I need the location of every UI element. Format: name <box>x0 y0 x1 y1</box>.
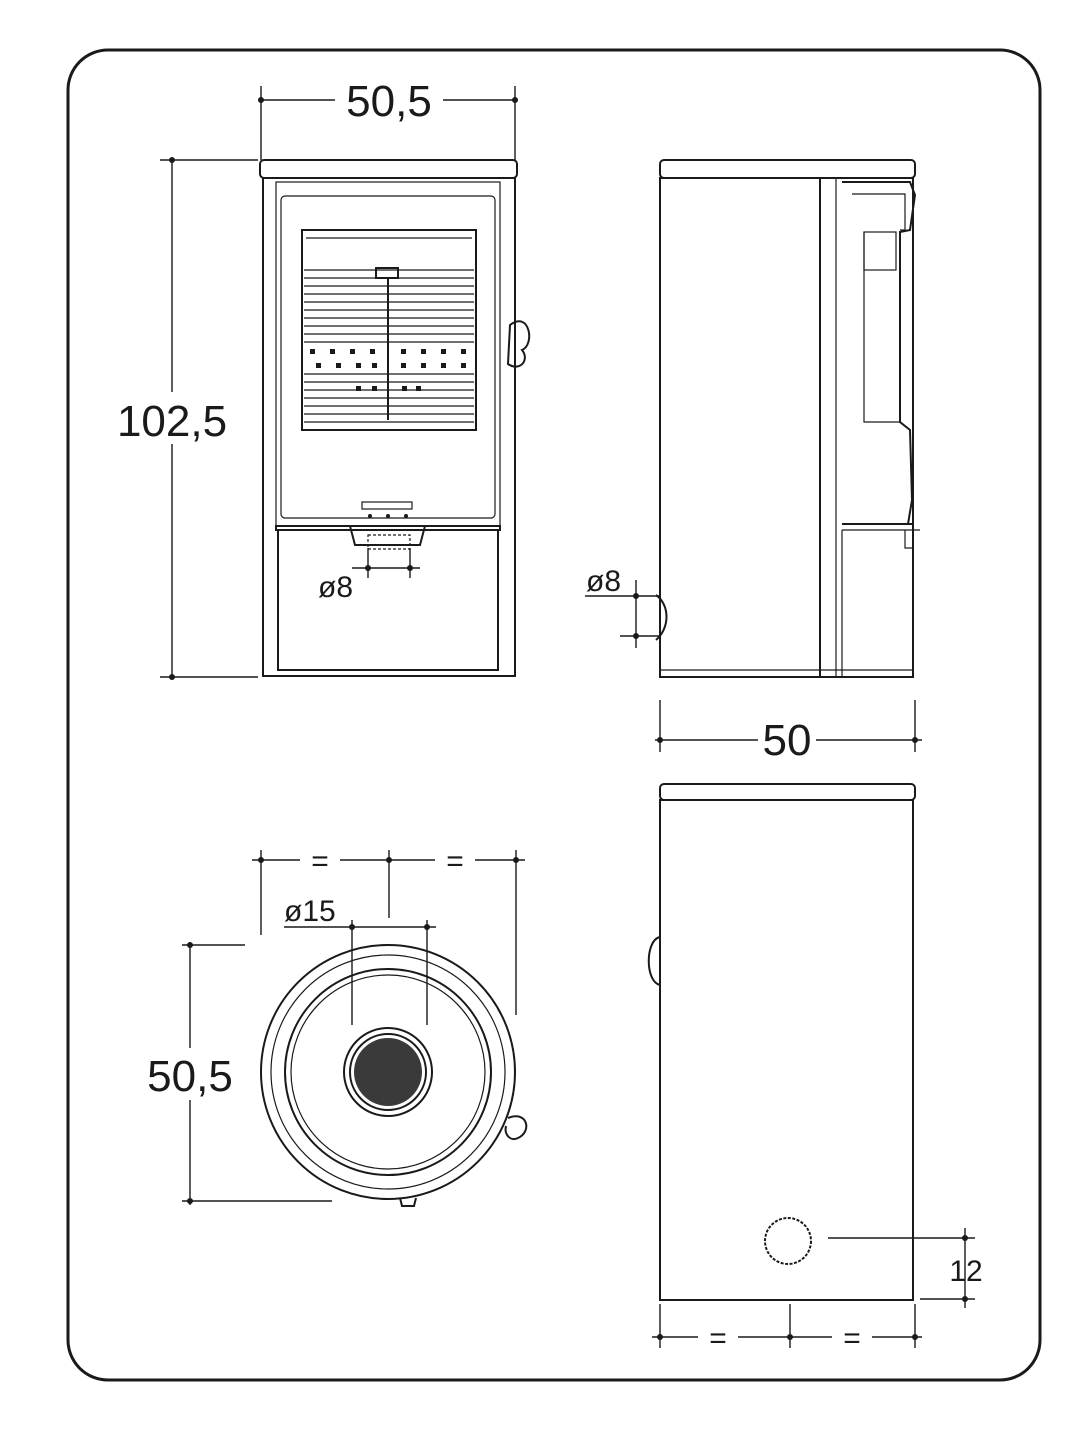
top-handle <box>504 1115 528 1140</box>
rear-top-plate <box>659 783 916 801</box>
side-view: ø8 50 <box>585 159 922 765</box>
front-top-plate <box>259 159 518 179</box>
front-base <box>277 529 499 671</box>
top-flue-label: ø15 <box>284 895 336 928</box>
rear-equal-left-label: = <box>709 1322 727 1355</box>
top-outer-circle <box>260 944 516 1200</box>
air-holes <box>310 349 466 391</box>
side-outlet-label: ø8 <box>586 565 621 598</box>
top-equal-right-label: = <box>446 845 464 878</box>
top-equal-left-label: = <box>311 845 329 878</box>
top-view: = = ø15 50,5 <box>136 842 528 1207</box>
rear-air-inlet <box>764 1217 812 1265</box>
side-depth-label: 50 <box>763 716 812 765</box>
front-door-handle <box>506 320 531 368</box>
rear-view: 12 = = <box>647 783 983 1356</box>
front-view: 50,5 102,5 <box>108 77 531 680</box>
rear-body <box>659 799 914 1301</box>
side-body <box>659 177 914 678</box>
height-label: 102,5 <box>117 397 227 446</box>
rear-height-label: 12 <box>949 1255 982 1288</box>
drawing-frame <box>66 48 1042 1382</box>
side-top-plate <box>659 159 916 179</box>
flue-collar <box>354 1038 422 1106</box>
top-depth-label: 50,5 <box>147 1052 233 1101</box>
front-glass <box>301 229 477 431</box>
front-outlet-label: ø8 <box>318 571 353 604</box>
front-body <box>262 177 516 677</box>
front-width-label: 50,5 <box>346 77 432 126</box>
rear-equal-right-label: = <box>843 1322 861 1355</box>
